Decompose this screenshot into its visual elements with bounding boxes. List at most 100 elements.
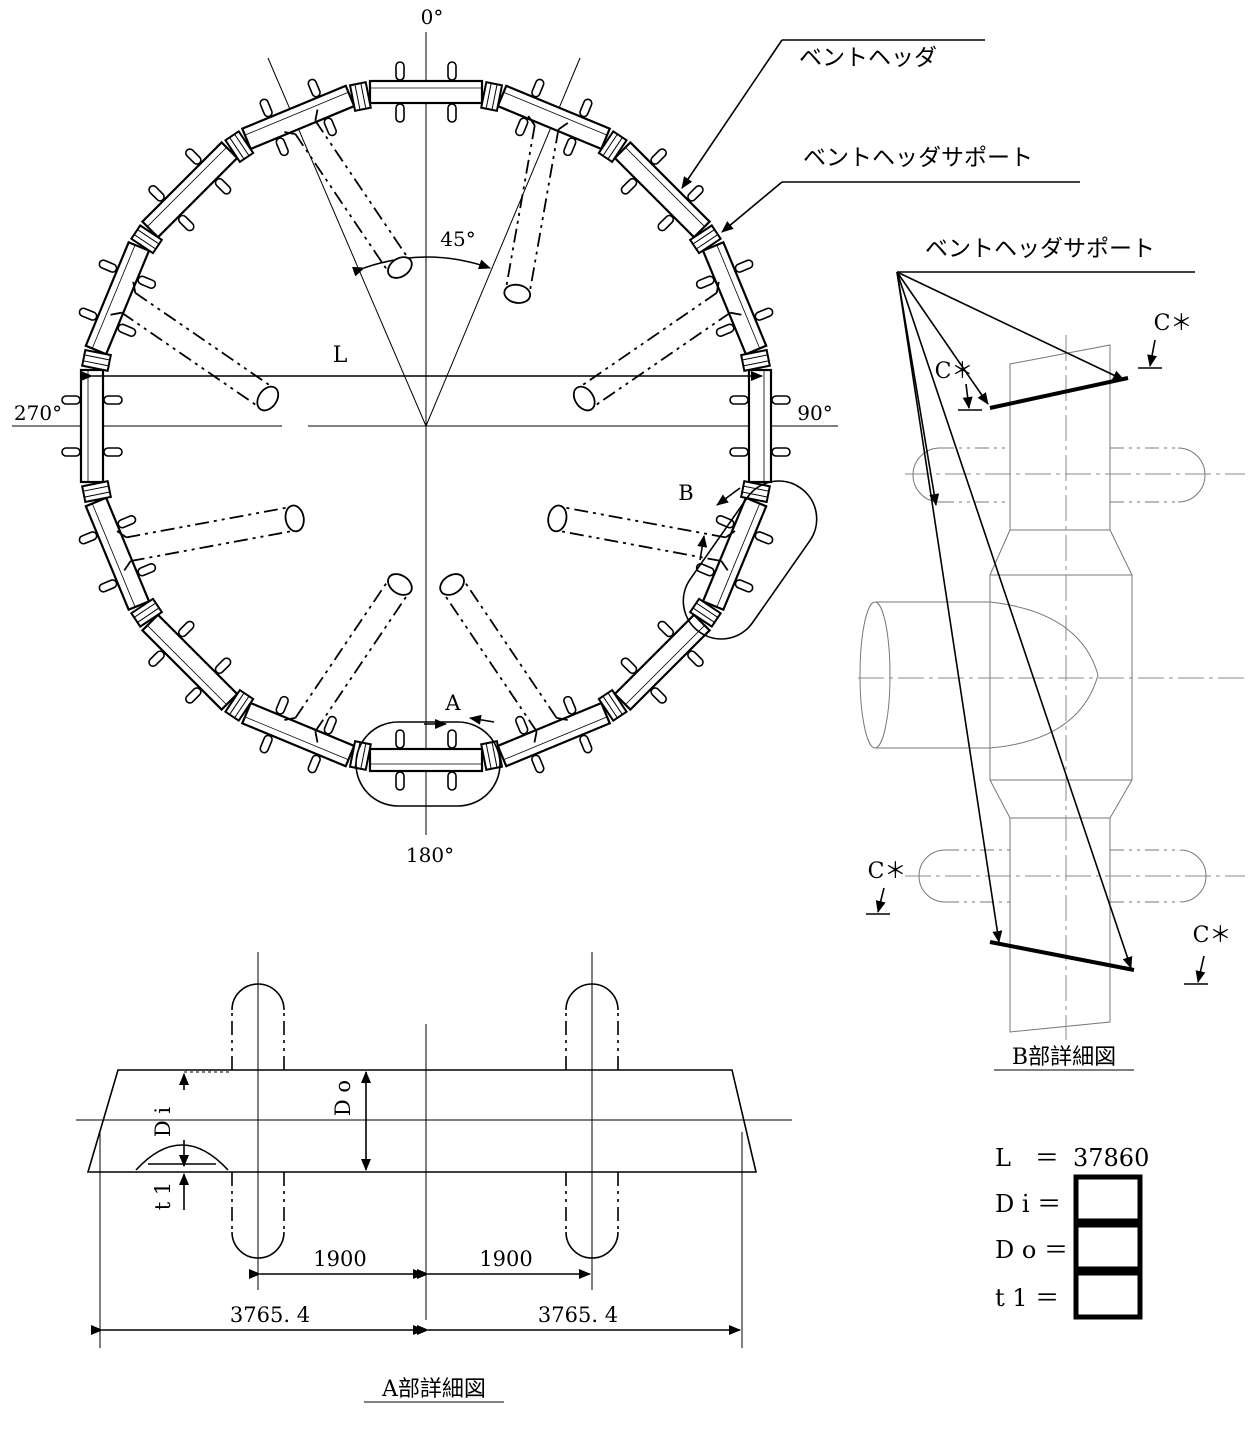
c-arrow-1 <box>1147 339 1157 367</box>
header-segment <box>240 695 356 774</box>
table-label-t1: t 1 ＝ <box>995 1284 1059 1312</box>
header-joint <box>81 348 112 372</box>
dimension-table: L ＝ 37860 D i ＝ D o ＝ t 1 ＝ <box>995 1144 1149 1320</box>
header-segment <box>729 368 791 484</box>
detail-a-enclosure <box>355 721 501 807</box>
lower-support-plate <box>1009 817 1111 1033</box>
upper-support-plate <box>1009 344 1111 531</box>
table-label-Di: D i ＝ <box>995 1190 1061 1218</box>
table-box-Di <box>1073 1174 1143 1224</box>
table-box-Do <box>1073 1222 1143 1272</box>
downcomer-stub <box>284 573 413 743</box>
angle-0-label: 0° <box>421 5 444 29</box>
header-segment <box>240 78 356 157</box>
header-joint <box>597 688 628 723</box>
weld-mark-2: C＊ <box>935 359 974 384</box>
weld-lower <box>989 940 1135 972</box>
table-value-L: 37860 <box>1073 1144 1149 1172</box>
downcomer-stubs <box>110 109 742 743</box>
downcomer-stub <box>572 281 742 412</box>
header-joint <box>480 81 504 112</box>
header-segment <box>78 240 157 356</box>
angle-180-label: 180° <box>406 843 454 867</box>
header-segment <box>613 140 712 239</box>
header-segment <box>368 61 484 123</box>
detail-b-arrow-2 <box>697 535 708 561</box>
vent-header-ring <box>61 61 791 791</box>
header-segment <box>695 496 774 612</box>
dim-1900-left-label: 1900 <box>313 1247 366 1271</box>
main-plan-view: 0° 90° 180° 270° 45° L A B ベントヘッダ ベントヘッダ… <box>12 5 1080 867</box>
header-segment <box>368 729 484 791</box>
table-box-t1 <box>1073 1270 1143 1320</box>
header-joint <box>740 348 771 372</box>
downcomer-pipe <box>875 601 990 749</box>
detail-a-arrow-2 <box>469 714 495 725</box>
callout-vent-header: ベントヘッダ <box>799 45 937 71</box>
callout-leader-support <box>721 181 783 233</box>
header-joint <box>348 740 372 771</box>
header-joint <box>348 81 372 112</box>
detail-a-view: D i D o t 1 1900 1900 3765. 4 3765. 4 A部… <box>76 952 792 1403</box>
table-label-Do: D o ＝ <box>995 1236 1068 1264</box>
header-section-outline <box>86 1069 758 1173</box>
label-do: D o <box>331 1080 355 1116</box>
downcomer-section <box>135 1144 229 1171</box>
right-stub-ends <box>565 983 619 1259</box>
downcomer-intersection <box>989 601 1099 749</box>
callout-leader-vent-header <box>681 39 783 189</box>
downcomer-stub <box>110 281 280 412</box>
table-label-L: L ＝ <box>995 1144 1059 1172</box>
label-di: D i <box>151 1107 175 1138</box>
header-joint <box>81 480 112 504</box>
dim-1900-right-label: 1900 <box>479 1247 532 1271</box>
detail-b-arrow-1 <box>716 487 741 506</box>
header-segment <box>613 613 712 712</box>
header-segment <box>496 78 612 157</box>
c-arrow-3 <box>875 887 886 913</box>
header-joint <box>129 597 164 628</box>
dim-3765-right-label: 3765. 4 <box>538 1303 618 1327</box>
upper-stubs <box>940 447 1178 503</box>
header-joint <box>688 224 723 255</box>
downcomer-pipe-end <box>859 601 891 749</box>
c-arrow-4 <box>1195 955 1206 983</box>
downcomer-stub <box>284 109 413 279</box>
downcomer-stub <box>547 504 736 571</box>
angle-45-label: 45° <box>440 227 475 251</box>
detail-b-view: ベントヘッダサポート <box>858 236 1245 1071</box>
weld-mark-3: C＊ <box>868 859 907 884</box>
detail-a-title: A部詳細図 <box>381 1377 486 1402</box>
weld-upper <box>989 376 1129 410</box>
detail-b-leaders <box>896 271 1133 969</box>
angle-45-arc <box>351 256 491 277</box>
callout-vent-header-support: ベントヘッダサポート <box>803 145 1033 171</box>
header-segment <box>140 140 239 239</box>
detail-b-enclosure <box>682 480 818 640</box>
header-joint <box>224 129 255 164</box>
upper-stub-ends <box>912 447 1206 503</box>
header-body <box>989 529 1133 819</box>
header-joint <box>224 688 255 723</box>
left-stub <box>231 1010 285 1232</box>
detail-b-title: B部詳細図 <box>1012 1045 1116 1070</box>
dimension-label-L: L <box>333 343 348 368</box>
left-stub-ends <box>231 983 285 1259</box>
detail-b-callout: ベントヘッダサポート <box>925 236 1155 262</box>
lower-stubs <box>945 849 1180 903</box>
label-t1: t 1 <box>151 1182 175 1210</box>
header-joint <box>129 224 164 255</box>
lower-stub-ends <box>918 849 1207 903</box>
header-segment <box>695 240 774 356</box>
header-segment <box>140 613 239 712</box>
header-segment <box>496 695 612 774</box>
right-stub <box>565 1010 619 1232</box>
angle-270-label: 270° <box>14 401 62 425</box>
downcomer-stub <box>439 573 568 743</box>
downcomer-stub <box>116 504 305 571</box>
header-segment <box>78 496 157 612</box>
angle-90-label: 90° <box>797 401 832 425</box>
weld-mark-4: C＊ <box>1193 923 1232 948</box>
dim-3765-left-label: 3765. 4 <box>230 1303 310 1327</box>
